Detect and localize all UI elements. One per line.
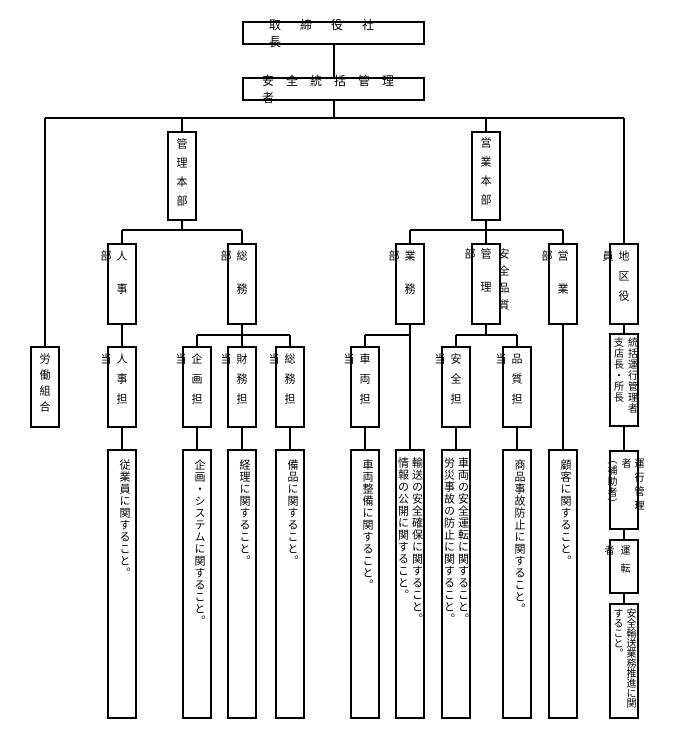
sharyo-tanto-label: 車両担当 <box>342 353 371 413</box>
eigyo-bu-label: 営業部 <box>540 250 569 316</box>
rodo-kumiai-label: 労働組合 <box>38 353 51 417</box>
kanri-bu-label: 管理部 <box>463 248 492 314</box>
ceo-label: 取締役社長 <box>269 18 394 49</box>
zaimu-tanto-box: 財務担当 <box>219 346 257 428</box>
regional-manager-box: 統括運行管理者 支店長・所長 <box>609 333 639 427</box>
somu-bu-box: 総務部 <box>219 243 257 325</box>
unko-kanrisha-box: 運行管理者 （補助者） <box>605 450 643 530</box>
kikaku-tanto-box: 企画担当 <box>174 346 212 428</box>
jinji-bu-label: 人事部 <box>99 250 128 316</box>
safety-manager-box: 安全統括管理者 <box>242 74 425 105</box>
eigyo-duty-text: 顧客に関すること。 <box>559 459 572 567</box>
sharyo-duty-text: 車両整備に関すること。 <box>361 459 374 591</box>
joho-kokai-text: 情報の公開に関すること。 <box>396 457 410 601</box>
anzen-tanto-label: 安全担当 <box>433 353 462 413</box>
eigyo-duty-box: 顧客に関すること。 <box>548 449 578 719</box>
eigyo-bu-box: 営業部 <box>540 243 578 325</box>
somu-duty-box: 備品に関すること。 <box>275 449 305 719</box>
somu-tanto-box: 総務担当 <box>267 346 305 428</box>
chiku-duty-box: 安全輸送業務推進に関すること。 <box>609 603 639 719</box>
unko-kanrisha-label: 運行管理者 <box>619 458 643 514</box>
zaimu-duty-box: 経理に関すること。 <box>227 449 257 719</box>
hinshitsu-tanto-label: 品質担当 <box>494 353 523 413</box>
rosai-boshi-text: 労災事故の防止に関すること。 <box>442 457 456 625</box>
jinji-bu-box: 人事部 <box>99 243 137 325</box>
kikaku-tanto-label: 企画担当 <box>174 353 203 413</box>
kikaku-duty-box: 企画・システムに関すること。 <box>182 449 212 719</box>
hinshitsu-tanto-box: 品質担当 <box>494 346 532 428</box>
somu-tanto-label: 総務担当 <box>267 353 296 413</box>
hojosha-label: （補助者） <box>605 454 616 509</box>
eigyo-honbu-box: 営業本部 <box>471 131 501 221</box>
anzen-hinshitsu-label: 安全品質 <box>497 248 510 316</box>
hinshitsu-duty-text: 商品事故防止に関すること。 <box>513 459 526 615</box>
kikaku-duty-text: 企画・システムに関すること。 <box>193 459 206 627</box>
gyomu-bu-label: 業務部 <box>387 250 416 316</box>
anzen-tanto-box: 安全担当 <box>433 346 471 428</box>
eigyo-honbu-label: 営業本部 <box>479 137 492 213</box>
somu-bu-label: 総務部 <box>219 250 248 316</box>
anzen-hinshitsu-kanri-bu-box: 安全品質 管理部 <box>463 243 510 325</box>
jinji-duty-text: 従業員に関すること。 <box>118 459 131 579</box>
zaimu-duty-text: 経理に関すること。 <box>238 459 251 567</box>
ceo-box: 取締役社長 <box>242 18 425 49</box>
chiku-duty-text: 安全輸送業務推進に関すること。 <box>611 608 635 708</box>
chiku-yakuin-box: 地区役員 <box>601 243 639 325</box>
rodo-kumiai-box: 労働組合 <box>30 346 60 428</box>
safety-manager-label: 安全統括管理者 <box>262 74 407 105</box>
zaimu-tanto-label: 財務担当 <box>219 353 248 413</box>
jinji-duty-box: 従業員に関すること。 <box>107 449 137 719</box>
kanri-honbu-label: 管理本部 <box>175 138 188 214</box>
chiku-yakuin-label: 地区役員 <box>601 250 630 310</box>
sharyo-duty-box: 車両整備に関すること。 <box>350 449 380 719</box>
somu-duty-text: 備品に関すること。 <box>286 459 299 567</box>
anzen-unten-text: 車両の安全運転に関すること。 <box>456 457 470 625</box>
jinji-tanto-box: 人事担当 <box>99 346 137 428</box>
tokatsu-unko-kanrisha-label: 統括運行管理者 <box>625 337 637 414</box>
gyomu-bu-box: 業務部 <box>387 243 425 325</box>
shitencho-shochou-label: 支店長・所長 <box>611 337 623 403</box>
sharyo-tanto-box: 車両担当 <box>342 346 380 428</box>
untensha-box: 運転者 <box>602 539 639 594</box>
hinshitsu-duty-box: 商品事故防止に関すること。 <box>502 449 532 719</box>
gyomu-duty-box: 輸送の安全確保に関すること。 情報の公開に関すること。 <box>395 449 425 719</box>
kanri-honbu-box: 管理本部 <box>167 131 197 221</box>
anzen-duty-box: 車両の安全運転に関すること。 労災事故の防止に関すること。 <box>441 449 471 719</box>
jinji-tanto-label: 人事担当 <box>99 353 128 413</box>
untensha-label: 運転者 <box>602 545 629 581</box>
yuso-anzen-kakuho-text: 輸送の安全確保に関すること。 <box>410 457 424 625</box>
